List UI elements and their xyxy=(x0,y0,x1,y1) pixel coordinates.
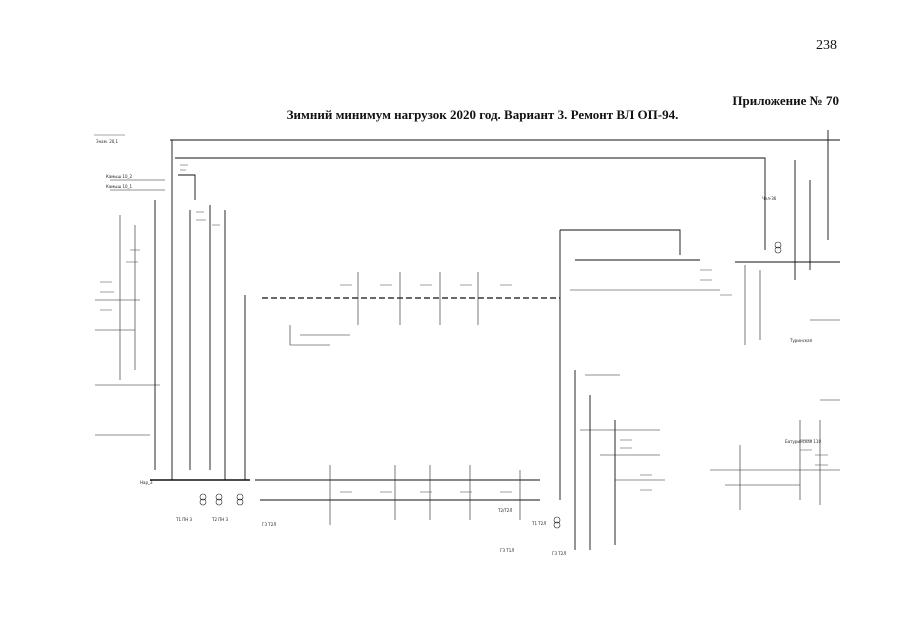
center-box xyxy=(289,325,330,346)
appendix-label: Приложение № 70 xyxy=(732,93,839,108)
label-bus-a: Камыш 10_2 xyxy=(106,174,132,179)
label-t-bottom-1: ГЗ Т2Л xyxy=(262,522,276,527)
label-right-top: Чел-36 xyxy=(762,196,777,201)
label-top-left: Знам. 20,1 xyxy=(96,139,119,144)
annotation-ticks xyxy=(100,164,828,493)
label-t-left-1: Т1 ПН 3 xyxy=(175,517,193,522)
label-right-low: Батуринская 110 xyxy=(785,439,821,444)
diagram-title: Зимний минимум нагрузок 2020 год. Вариан… xyxy=(286,107,679,122)
center-loop-top xyxy=(560,229,681,255)
transformer-icon xyxy=(199,241,782,529)
top-third-line xyxy=(178,174,196,200)
label-t-left-2: Т2 ПН 3 xyxy=(211,517,229,522)
top-second-line xyxy=(175,157,766,250)
label-bus-b: Камыш 10_1 xyxy=(106,184,132,189)
page-title: Зимний минимум нагрузок 2020 год. Вариан… xyxy=(0,107,905,123)
label-node-left: Нар_3 xyxy=(140,480,153,485)
page-number: 238 xyxy=(816,38,837,53)
scheme-text-labels: Знам. 20,1 Камыш 10_2 Камыш 10_1 Нар_3 Т… xyxy=(96,139,821,556)
label-t-bottom-2: ГЗ Т1Л xyxy=(500,548,514,553)
label-t-right-2: Т1 Т2Л xyxy=(531,521,546,526)
label-right-mid: Туринская xyxy=(789,338,813,343)
label-t-center: Т2/Т2Л xyxy=(497,508,512,513)
label-t-right-1: ГЗ Т2Л xyxy=(552,551,566,556)
